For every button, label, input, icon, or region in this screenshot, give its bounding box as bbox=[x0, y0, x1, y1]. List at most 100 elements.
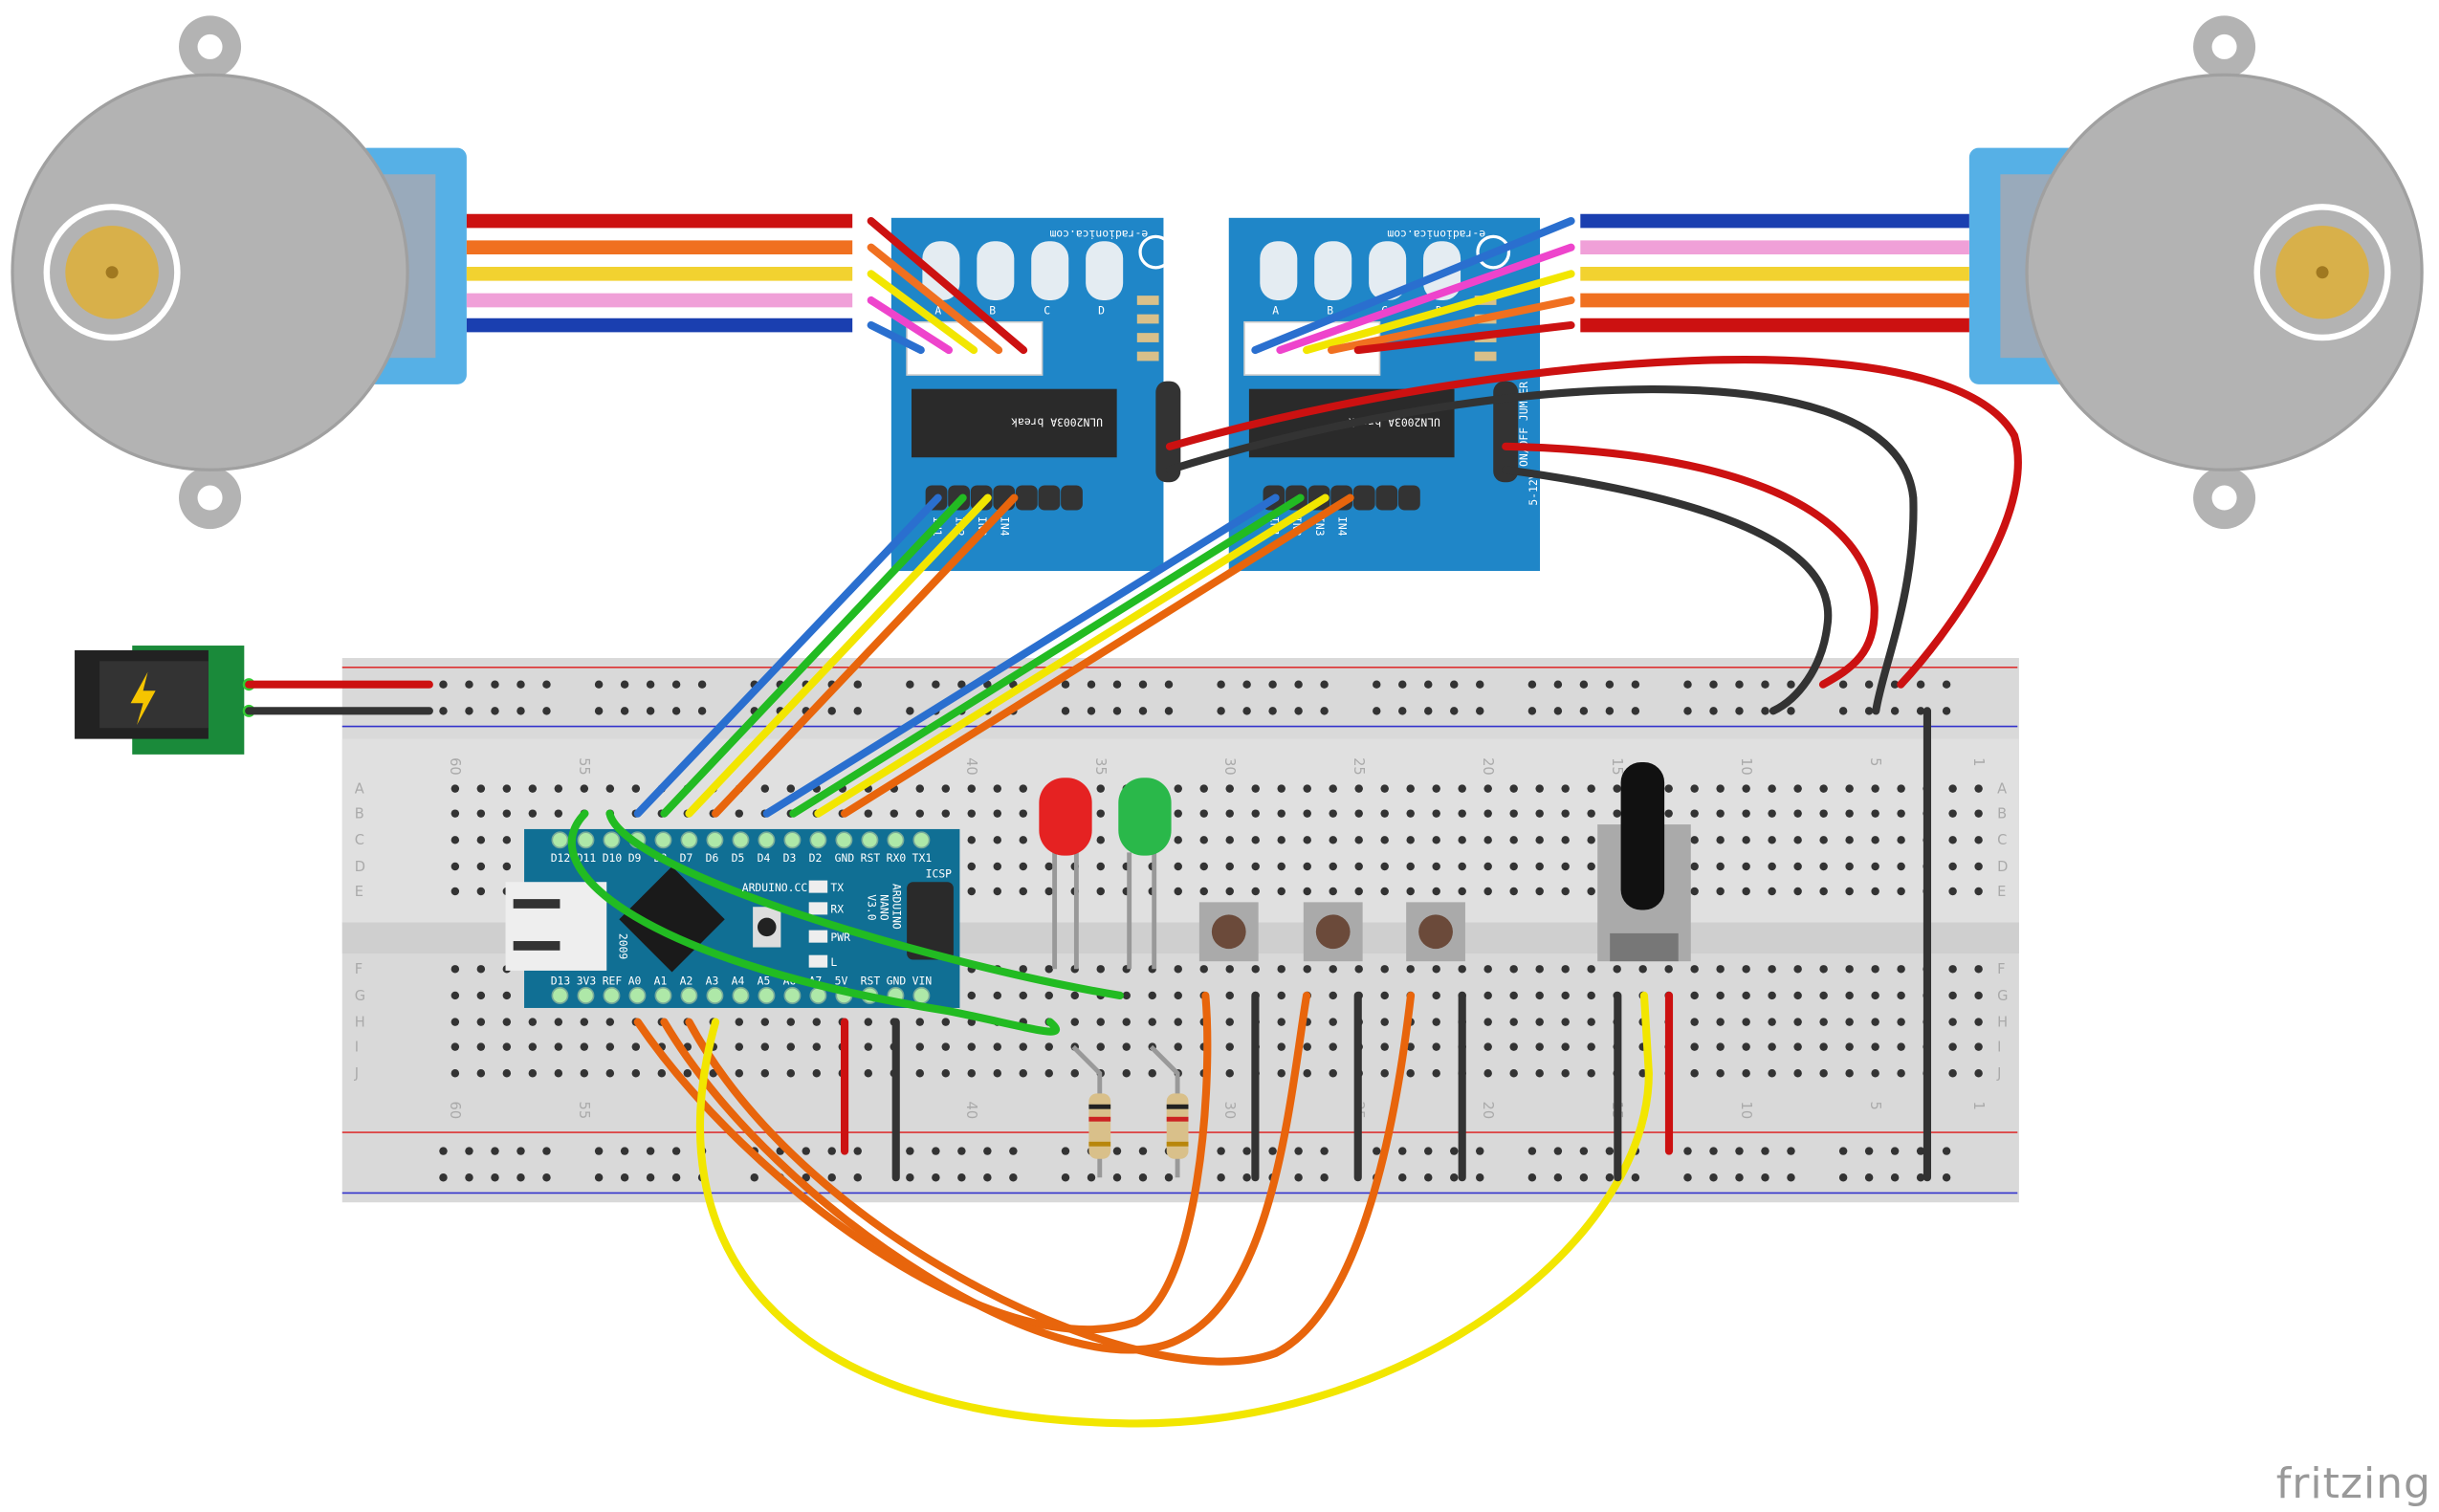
rail-hole[interactable] bbox=[1138, 707, 1148, 715]
breadboard-hole[interactable] bbox=[1561, 1069, 1570, 1078]
breadboard-hole[interactable] bbox=[760, 784, 770, 793]
breadboard-hole[interactable] bbox=[967, 1042, 976, 1051]
rail-hole[interactable] bbox=[1476, 680, 1484, 689]
breadboard-hole[interactable] bbox=[605, 1042, 615, 1051]
breadboard-hole[interactable] bbox=[1974, 862, 1983, 871]
breadboard-hole[interactable] bbox=[1483, 1069, 1492, 1078]
rail-hole[interactable] bbox=[1579, 680, 1589, 689]
breadboard-hole[interactable] bbox=[450, 784, 460, 793]
rail-hole[interactable] bbox=[1942, 1147, 1951, 1155]
rail-hole[interactable] bbox=[932, 680, 940, 689]
rail-hole[interactable] bbox=[1735, 1172, 1744, 1182]
breadboard-hole[interactable] bbox=[554, 1042, 563, 1051]
breadboard-hole[interactable] bbox=[1535, 991, 1544, 1000]
breadboard-hole[interactable] bbox=[1845, 991, 1854, 1000]
breadboard-hole[interactable] bbox=[1871, 836, 1879, 844]
breadboard-hole[interactable] bbox=[1561, 887, 1570, 896]
breadboard-hole[interactable] bbox=[1483, 809, 1492, 818]
breadboard-hole[interactable] bbox=[1329, 862, 1337, 871]
breadboard-hole[interactable] bbox=[1535, 965, 1544, 974]
breadboard-hole[interactable] bbox=[1380, 809, 1389, 818]
arduino-pin[interactable] bbox=[758, 831, 776, 849]
breadboard-hole[interactable] bbox=[1303, 862, 1311, 871]
breadboard-hole[interactable] bbox=[1122, 1018, 1131, 1026]
rail-hole[interactable] bbox=[465, 1147, 473, 1155]
rail-hole[interactable] bbox=[1424, 707, 1433, 715]
breadboard-hole[interactable] bbox=[1793, 1042, 1802, 1051]
breadboard-hole[interactable] bbox=[1897, 991, 1905, 1000]
breadboard-hole[interactable] bbox=[1277, 1042, 1285, 1051]
rail-hole[interactable] bbox=[594, 1147, 604, 1155]
rail-hole[interactable] bbox=[1890, 707, 1900, 715]
breadboard-hole[interactable] bbox=[1690, 887, 1699, 896]
breadboard-hole[interactable] bbox=[1406, 965, 1415, 974]
rail-hole[interactable] bbox=[1217, 1172, 1225, 1182]
breadboard-hole[interactable] bbox=[1070, 1069, 1079, 1078]
breadboard-hole[interactable] bbox=[1587, 836, 1595, 844]
rail-hole[interactable] bbox=[516, 1172, 525, 1182]
rail-hole[interactable] bbox=[491, 1147, 499, 1155]
breadboard-hole[interactable] bbox=[528, 1018, 538, 1026]
breadboard-hole[interactable] bbox=[1587, 862, 1595, 871]
rail-hole[interactable] bbox=[1942, 680, 1951, 689]
breadboard-hole[interactable] bbox=[1174, 1042, 1182, 1051]
breadboard-hole[interactable] bbox=[1354, 862, 1363, 871]
breadboard-hole[interactable] bbox=[1148, 1018, 1156, 1026]
breadboard-hole[interactable] bbox=[1948, 887, 1957, 896]
rail-hole[interactable] bbox=[1450, 1147, 1459, 1155]
arduino-pin[interactable] bbox=[706, 831, 724, 849]
breadboard-hole[interactable] bbox=[1742, 809, 1750, 818]
breadboard-hole[interactable] bbox=[1768, 862, 1776, 871]
breadboard-hole[interactable] bbox=[1329, 836, 1337, 844]
breadboard-hole[interactable] bbox=[528, 809, 538, 818]
breadboard-hole[interactable] bbox=[580, 784, 589, 793]
arduino-pin[interactable] bbox=[628, 987, 647, 1004]
breadboard-hole[interactable] bbox=[786, 1069, 796, 1078]
breadboard-hole[interactable] bbox=[786, 784, 796, 793]
breadboard-hole[interactable] bbox=[502, 862, 512, 871]
breadboard-hole[interactable] bbox=[735, 809, 744, 818]
breadboard-hole[interactable] bbox=[1871, 1042, 1879, 1051]
breadboard-hole[interactable] bbox=[502, 1042, 512, 1051]
breadboard-hole[interactable] bbox=[1690, 1042, 1699, 1051]
breadboard-hole[interactable] bbox=[1044, 965, 1053, 974]
breadboard-hole[interactable] bbox=[1380, 1042, 1389, 1051]
arduino-pin[interactable] bbox=[887, 831, 905, 849]
breadboard-hole[interactable] bbox=[993, 809, 1001, 818]
breadboard-hole[interactable] bbox=[1871, 862, 1879, 871]
breadboard-hole[interactable] bbox=[1174, 965, 1182, 974]
breadboard-hole[interactable] bbox=[1174, 862, 1182, 871]
breadboard-hole[interactable] bbox=[1148, 1069, 1156, 1078]
rail-hole[interactable] bbox=[1138, 1172, 1148, 1182]
rail-hole[interactable] bbox=[1112, 1172, 1122, 1182]
rail-hole[interactable] bbox=[1553, 680, 1563, 689]
breadboard-hole[interactable] bbox=[1845, 1069, 1854, 1078]
rail-hole[interactable] bbox=[620, 707, 629, 715]
breadboard-hole[interactable] bbox=[1897, 965, 1905, 974]
breadboard-hole[interactable] bbox=[1225, 1018, 1234, 1026]
arduino-pin[interactable] bbox=[758, 987, 776, 1004]
rail-hole[interactable] bbox=[1320, 1147, 1329, 1155]
breadboard-hole[interactable] bbox=[1122, 1069, 1131, 1078]
breadboard-hole[interactable] bbox=[786, 1018, 796, 1026]
breadboard-hole[interactable] bbox=[1122, 991, 1131, 1000]
breadboard-hole[interactable] bbox=[580, 1042, 589, 1051]
rail-hole[interactable] bbox=[1553, 707, 1563, 715]
rail-hole[interactable] bbox=[542, 707, 551, 715]
rail-hole[interactable] bbox=[1553, 1172, 1563, 1182]
breadboard-hole[interactable] bbox=[1638, 965, 1647, 974]
breadboard-hole[interactable] bbox=[1303, 1069, 1311, 1078]
breadboard-hole[interactable] bbox=[967, 784, 976, 793]
breadboard-hole[interactable] bbox=[1793, 991, 1802, 1000]
breadboard-hole[interactable] bbox=[1044, 887, 1053, 896]
rail-hole[interactable] bbox=[750, 1172, 758, 1182]
arduino-pin[interactable] bbox=[783, 987, 802, 1004]
breadboard-hole[interactable] bbox=[1793, 1069, 1802, 1078]
breadboard-hole[interactable] bbox=[1019, 784, 1027, 793]
rail-hole[interactable] bbox=[853, 1147, 862, 1155]
breadboard-hole[interactable] bbox=[450, 965, 460, 974]
breadboard-hole[interactable] bbox=[476, 1018, 486, 1026]
breadboard-hole[interactable] bbox=[1897, 1069, 1905, 1078]
breadboard-hole[interactable] bbox=[1432, 784, 1440, 793]
rail-hole[interactable] bbox=[1164, 1172, 1174, 1182]
